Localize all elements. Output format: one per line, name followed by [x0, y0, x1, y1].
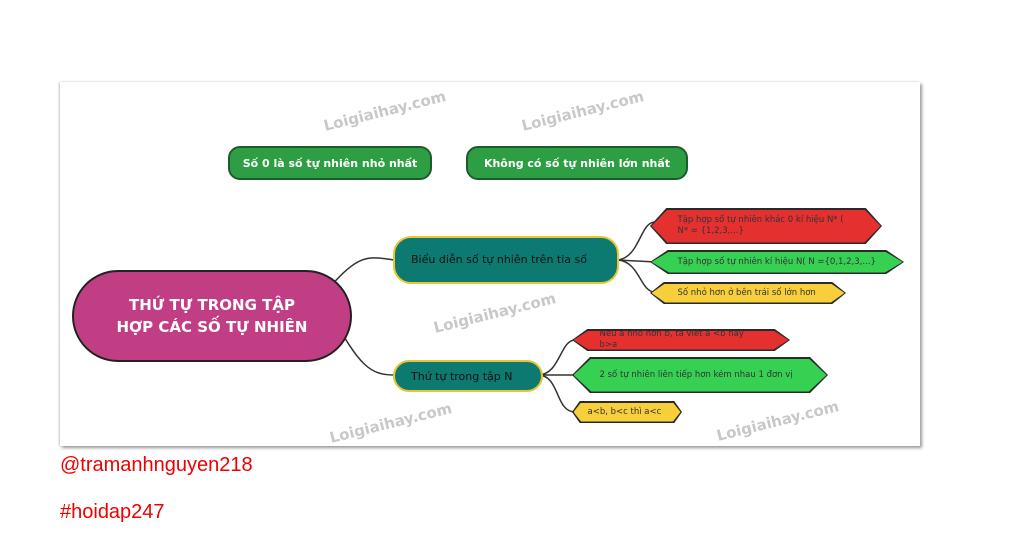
branch-order-in-n: Thứ tự trong tập N — [393, 360, 543, 392]
central-topic: THỨ TỰ TRONG TẬP HỢP CÁC SỐ TỰ NHIÊN — [72, 270, 352, 362]
leaf-consecutive: 2 số tự nhiên liên tiếp hơn kém nhau 1 đ… — [572, 357, 828, 393]
mindmap-image: Số 0 là số tự nhiên nhỏ nhất Không có số… — [60, 82, 920, 447]
note-no-largest: Không có số tự nhiên lớn nhất — [466, 146, 688, 180]
leaf-a-less-b: Nếu a nhỏ hơn b, ta viết a <b hay b>a — [572, 329, 790, 351]
leaf-n-star: Tập hợp số tự nhiên khác 0 kí hiệu N* ( … — [650, 208, 882, 244]
branch-number-line: Biểu diễn số tự nhiên trên tia số — [393, 236, 619, 284]
hashtag: #hoidap247 — [60, 501, 165, 523]
leaf-left-smaller: Số nhỏ hơn ở bên trái số lớn hơn — [650, 282, 846, 304]
leaf-transitive: a<b, b<c thì a<c — [572, 401, 682, 423]
note-zero-smallest: Số 0 là số tự nhiên nhỏ nhất — [228, 146, 432, 180]
leaf-n-set: Tập hợp số tự nhiên kí hiệu N( N ={0,1,2… — [650, 250, 904, 274]
username: @tramanhnguyen218 — [60, 454, 253, 476]
